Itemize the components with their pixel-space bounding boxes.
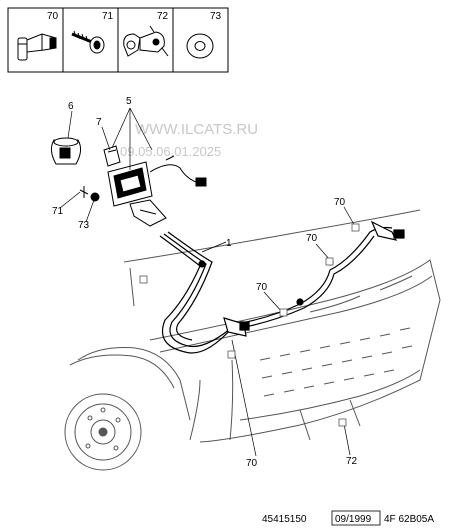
callout-5: 5 (126, 96, 132, 107)
callout-70-c: 70 (256, 282, 268, 293)
vehicle-front-body (64, 209, 441, 471)
washer-icon (186, 33, 214, 59)
wiring-harness[interactable] (159, 220, 405, 354)
footer-date: 09/1999 (335, 514, 372, 525)
footer-ref: 4F 62B05A (384, 514, 434, 525)
part-number-72: 72 (157, 11, 169, 22)
part-box-70[interactable]: 70 (17, 11, 59, 61)
footer: 45415150 09/1999 4F 62B05A (262, 510, 434, 526)
clip-fastener-icon (17, 33, 57, 61)
double-clip-icon (123, 25, 169, 57)
footer-date-box (331, 510, 381, 526)
callout-1: 1 (226, 238, 232, 249)
part-box-73[interactable]: 73 (186, 11, 222, 59)
footer-code: 45415150 (262, 514, 307, 525)
ballast-unit-5[interactable] (107, 155, 207, 207)
leader-lines (59, 107, 357, 457)
fastener-71[interactable] (79, 186, 89, 198)
watermark-line-1: WWW.ILCATS.RU (135, 121, 258, 138)
clip-7[interactable] (103, 145, 121, 167)
callout-6: 6 (68, 101, 74, 112)
watermark: WWW.ILCATS.RU 09.05.06.01.2025 (120, 121, 258, 159)
callout-7: 7 (96, 117, 102, 128)
parts-header: 70 71 72 (7, 7, 229, 73)
callout-70-d: 70 (246, 458, 258, 469)
part-number-71: 71 (102, 11, 114, 22)
callouts: 6 5 7 1 71 73 70 70 70 70 72 (52, 96, 358, 469)
callout-70-b: 70 (306, 233, 318, 244)
washer-73[interactable] (90, 192, 100, 202)
part-number-70: 70 (47, 11, 59, 22)
bulb-holder-6[interactable] (50, 137, 82, 165)
clip-markers (139, 223, 360, 427)
part-box-72[interactable]: 72 (123, 11, 169, 57)
lamp-module[interactable] (50, 137, 207, 227)
part-number-73: 73 (210, 11, 222, 22)
part-box-71[interactable]: 71 (71, 11, 114, 54)
callout-73: 73 (78, 220, 90, 231)
screw-icon (71, 30, 105, 54)
watermark-line-2: 09.05.06.01.2025 (120, 144, 221, 159)
callout-71: 71 (52, 206, 64, 217)
callout-72: 72 (346, 456, 358, 467)
callout-70-a: 70 (334, 197, 346, 208)
